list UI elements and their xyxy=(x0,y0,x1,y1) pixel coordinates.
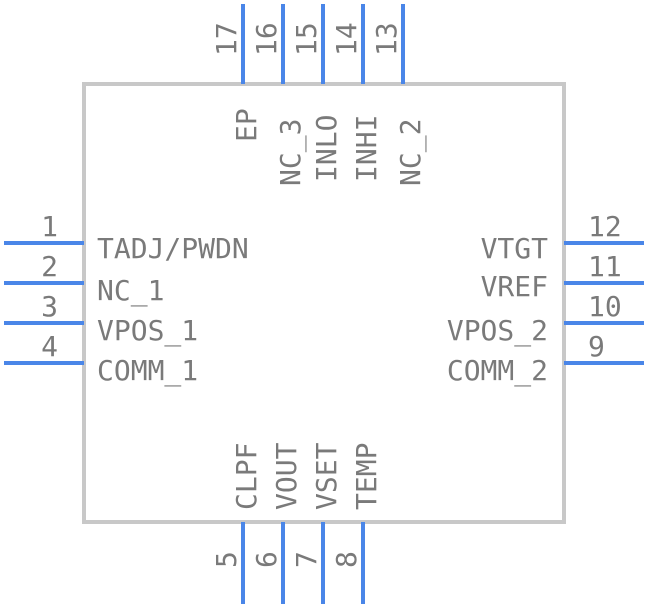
pin-1-label: TADJ/PWDN xyxy=(97,232,249,265)
pin-2-number: 2 xyxy=(41,250,58,283)
pin-4-number: 4 xyxy=(41,330,58,363)
pin-14-label: INHI xyxy=(350,115,383,182)
left-pins: 1 2 3 4 TADJ/PWDN NC_1 VPOS_1 COMM_1 xyxy=(4,210,249,388)
pin-16-label: NC_3 xyxy=(274,119,308,186)
pin-15-number: 15 xyxy=(290,22,323,56)
pin-10-label: VPOS_2 xyxy=(447,314,548,348)
pin-14-number: 14 xyxy=(330,22,363,56)
pin-9-number: 9 xyxy=(588,330,605,363)
pin-11-number: 11 xyxy=(588,250,622,283)
pin-3-number: 3 xyxy=(41,290,58,323)
pin-6-number: 6 xyxy=(250,551,283,568)
pin-1-number: 1 xyxy=(41,210,58,243)
pin-17-label: EP xyxy=(230,108,263,142)
pin-6-label: VOUT xyxy=(270,442,303,510)
pin-3-label: VPOS_1 xyxy=(97,314,198,348)
pin-17-number: 17 xyxy=(210,22,243,56)
pin-9-label: COMM_2 xyxy=(447,354,548,388)
right-pins: 12 11 10 9 VTGT VREF VPOS_2 COMM_2 xyxy=(447,210,644,388)
pin-16-number: 16 xyxy=(250,22,283,56)
pin-12-label: VTGT xyxy=(481,232,549,265)
pin-11-label: VREF xyxy=(481,270,548,303)
pin-12-number: 12 xyxy=(588,210,622,243)
pin-4-label: COMM_1 xyxy=(97,354,198,388)
pin-7-label: VSET xyxy=(310,442,343,510)
pin-5-label: CLPF xyxy=(230,443,263,510)
bottom-pins: 5 6 7 8 CLPF VOUT VSET TEMP xyxy=(210,442,383,604)
pin-8-label: TEMP xyxy=(350,443,383,510)
pin-2-label: NC_1 xyxy=(97,274,164,308)
pin-8-number: 8 xyxy=(330,551,363,568)
pin-7-number: 7 xyxy=(290,551,323,568)
pin-10-number: 10 xyxy=(588,290,622,323)
pin-15-label: INLO xyxy=(310,115,343,182)
pin-13-label: NC_2 xyxy=(394,119,428,186)
pin-13-number: 13 xyxy=(370,22,403,56)
top-pins: 17 16 15 14 13 EP NC_3 INLO INHI NC_2 xyxy=(210,4,428,186)
pin-5-number: 5 xyxy=(210,551,243,568)
